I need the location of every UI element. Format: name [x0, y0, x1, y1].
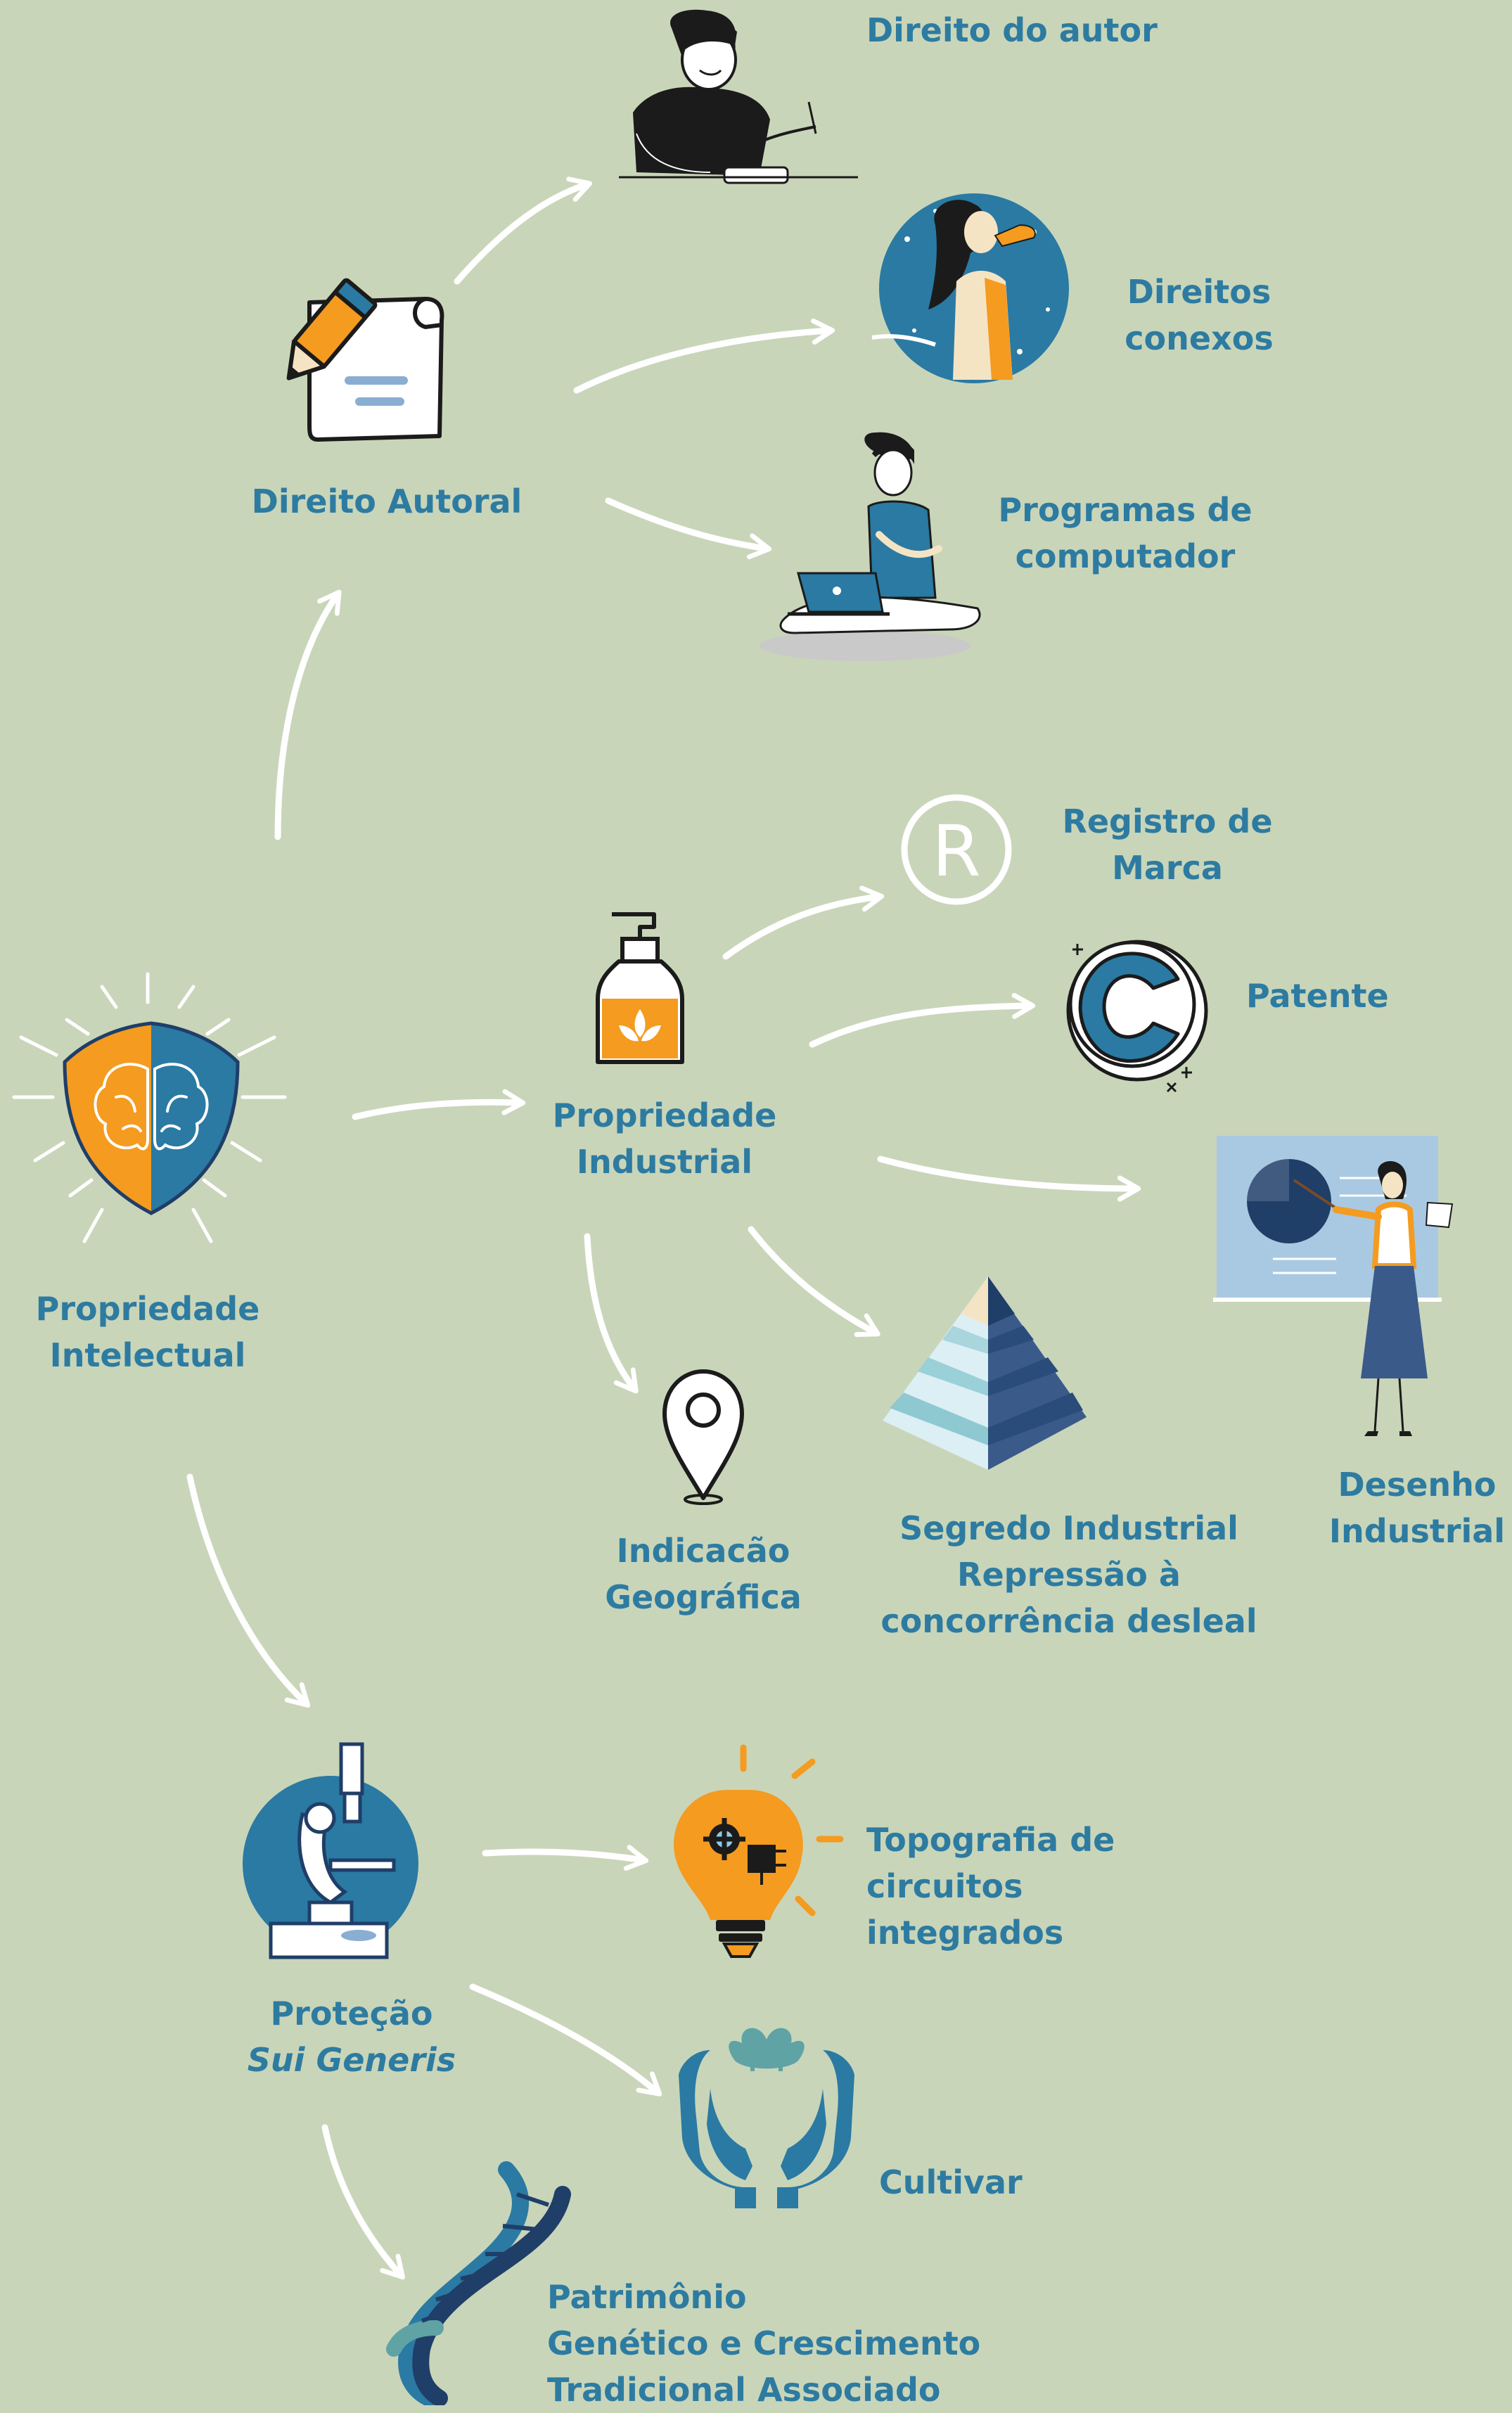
arrow-sg-to-patr — [321, 2124, 405, 2280]
node-direito-autoral: Direito Autoral — [246, 478, 527, 525]
svg-text:R: R — [932, 810, 980, 892]
arrow-da-to-autor — [454, 177, 592, 285]
arrow-sg-to-cultivar — [469, 1983, 662, 2097]
node-label-line: Direito Autoral — [251, 482, 523, 520]
node-label-line: Intelectual — [49, 1336, 246, 1374]
node-label-line: Industrial — [1328, 1512, 1506, 1550]
arrow-pind-to-desenho — [877, 1156, 1141, 1202]
node-label-line: Propriedade — [552, 1096, 777, 1134]
node-label-line: Genético e Crescimento — [547, 2324, 981, 2362]
registered-trademark-icon: R — [901, 794, 1012, 905]
brain-shield-icon — [12, 972, 287, 1243]
dna-icon — [386, 2161, 571, 2405]
arrow-da-to-conexos — [573, 318, 835, 394]
node-label-line: computador — [1015, 537, 1236, 575]
arrow-pind-to-patente — [809, 992, 1036, 1048]
node-label-line: Geográfica — [605, 1578, 802, 1616]
node-label-line: Proteção — [270, 1995, 433, 2033]
arrow-da-to-prog — [605, 497, 772, 560]
node-label-line: Industrial — [576, 1143, 753, 1181]
node-propriedade-intelectual: Propriedade Intelectual — [21, 1286, 274, 1378]
node-propriedade-industrial: Propriedade Industrial — [538, 1092, 791, 1185]
laptop-user-illustration — [760, 432, 981, 661]
node-label-line: circuitos — [866, 1867, 1023, 1905]
arrow-sg-to-topo — [482, 1845, 649, 1871]
node-label-line: Cultivar — [879, 2163, 1023, 2201]
node-direito-do-autor: Direito do autor — [866, 7, 1158, 53]
node-label-line: Marca — [1112, 849, 1223, 887]
product-bottle-icon — [596, 912, 684, 1064]
node-label-line: concorrência desleal — [880, 1602, 1257, 1640]
arrow-pi-to-da — [274, 589, 342, 840]
node-label-line: Propriedade — [35, 1290, 260, 1328]
node-label-line: Sui Generis — [247, 2041, 456, 2079]
microscope-icon — [243, 1742, 418, 1959]
presenter-illustration — [1213, 1136, 1454, 1436]
node-label-line: Registro de — [1062, 802, 1273, 840]
node-patrimonio-genetico: Patrimônio Genético e Crescimento Tradic… — [547, 2274, 980, 2413]
singer-illustration — [871, 193, 1069, 383]
arrow-pi-to-sg — [186, 1473, 311, 1708]
node-programas-de-computador: Programas de computador — [985, 487, 1266, 580]
writer-illustration — [619, 9, 858, 184]
light-bulb-icon — [674, 1744, 844, 1958]
hands-sprout-icon — [679, 2028, 854, 2208]
arrow-pind-to-segredo — [748, 1226, 880, 1337]
node-cultivar: Cultivar — [879, 2159, 1023, 2206]
node-protecao-sui-generis: Proteção Sui Generis — [225, 1990, 478, 2083]
node-label-line: Repressão à — [957, 1556, 1181, 1594]
node-direitos-conexos: Direitos conexos — [1083, 269, 1315, 361]
node-desenho-industrial: Desenho Industrial — [1322, 1461, 1512, 1554]
node-label-line: Topografia de — [866, 1821, 1115, 1859]
node-label-line: Patrimônio — [547, 2278, 747, 2316]
pyramid-icon — [883, 1276, 1087, 1470]
document-pencil-icon — [286, 278, 444, 442]
map-pin-icon — [662, 1369, 744, 1505]
copyright-badge-icon — [1066, 940, 1208, 1093]
node-topografia-circuitos: Topografia de circuitos integrados — [866, 1817, 1115, 1956]
arrow-pi-to-pind — [352, 1089, 526, 1120]
node-label-line: Patente — [1246, 977, 1389, 1015]
node-label-line: Tradicional Associado — [547, 2371, 941, 2409]
node-label-line: Indicacão — [616, 1532, 790, 1570]
node-label-line: integrados — [866, 1914, 1064, 1952]
arrow-pind-to-marca — [722, 885, 885, 960]
node-label-line: Direito do autor — [866, 11, 1158, 49]
node-segredo-industrial: Segredo Industrial Repressão à concorrên… — [872, 1505, 1266, 1644]
node-label-line: Segredo Industrial — [899, 1509, 1238, 1547]
node-indicacao-geografica: Indicacão Geográfica — [591, 1528, 816, 1620]
node-label-line: Desenho — [1338, 1466, 1497, 1504]
node-label-line: Direitos — [1127, 273, 1271, 311]
node-registro-de-marca: Registro de Marca — [1041, 798, 1294, 891]
node-label-line: Programas de — [998, 491, 1252, 529]
arrow-pind-to-geo — [584, 1233, 639, 1394]
node-label-line: conexos — [1125, 319, 1274, 357]
node-patente: Patente — [1246, 973, 1389, 1019]
